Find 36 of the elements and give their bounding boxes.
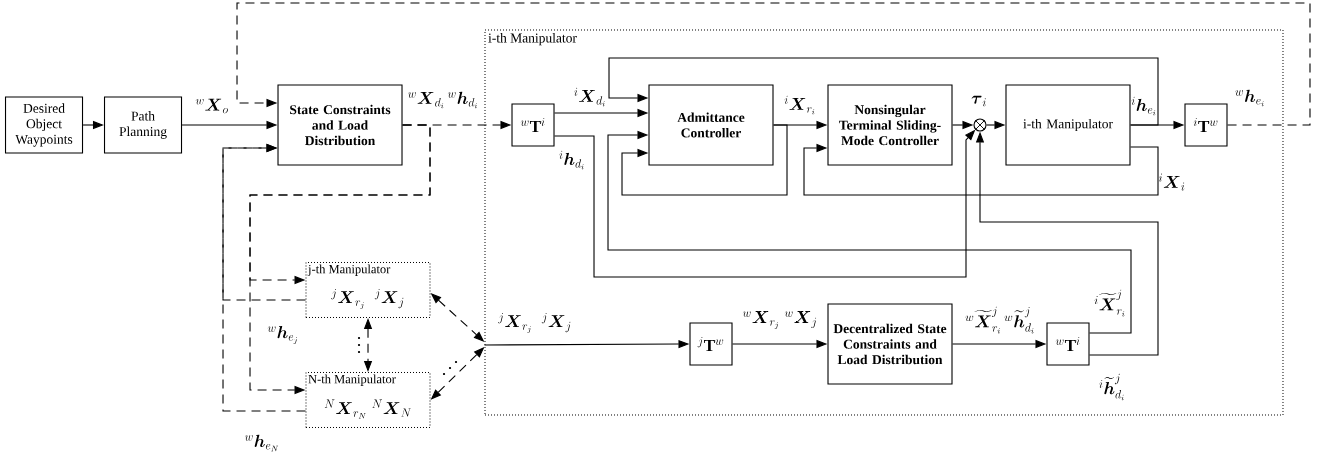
edge-label: ${}^{w}\boldsymbol{h}_{e_j}$ [267,326,297,345]
edge-label: ${}^{i}\boldsymbol{h}_{d_i}$ [559,150,584,170]
summing-junction [973,118,987,132]
process-box: Desired Object Waypoints [4,96,84,154]
process-box: i-th Manipulator [1005,84,1131,166]
edge-label: $\boldsymbol{\tau}_{i}$ [971,95,986,107]
transform-box: ${}^{w}\mathbf{T}^{i}$ [1046,322,1090,366]
process-box: Decentralized State Constraints and Load Distribution [827,303,953,385]
dashed-arrow [222,143,307,412]
edge-label: ${}^{w}\widetilde{\boldsymbol{X}}^{j}_{r_i}\, {}^{w}\widetilde{\boldsymbol{h}}^{j}_{d_i}$ [965,306,1034,334]
edge-label: ${}^{i}\widetilde{\boldsymbol{X}}^{j}_{r_i}$ [1094,289,1125,317]
edge-label: ${}^{w}\boldsymbol{X}_{d_i}\, {}^{w}\boldsymbol{h}_{d_i}$ [408,91,477,109]
edge-label: ${}^{i}\boldsymbol{h}_{e_i}$ [1131,96,1156,116]
edge-label: ${}^{w}\boldsymbol{X}_{r_j}\; {}^{w}\boldsymbol{X}_{j}$ [742,311,817,329]
arrow [803,143,1159,196]
dashed-arrow [236,2,1311,126]
process-box: Path Planning [103,96,183,154]
edge-label: ${}^{w}\boldsymbol{h}_{e_N}$ [244,434,279,452]
transform-box: ${}^{w}\mathbf{T}^{i}$ [511,103,555,147]
transform-box: ${}^{i}\mathbf{T}^{w}$ [1184,103,1228,147]
edge-label: ${}^{j}\boldsymbol{X}_{r_j}\;\; {}^{j}\boldsymbol{X}_{j}$ [498,312,571,334]
edge-label: ${}^{i}\widetilde{\boldsymbol{h}}^{j}_{d_i}$ [1099,373,1124,401]
edge-label: ${}^{i}\boldsymbol{X}_{d_i}$ [574,87,605,107]
edge-label: ${}^{w}\boldsymbol{h}_{e_i}$ [1235,89,1264,107]
process-box: Nonsingular Terminal Sliding-Mode Controller [827,84,953,166]
manipulator-box: j-th Manipulator ${}^{j}\boldsymbol{X}_{r_j}\;\; {}^{j}\boldsymbol{X}_{j}$ [305,262,431,318]
edge-label: ${}^{w}\boldsymbol{X}_{o}$ [195,98,228,114]
process-box: State Constraints and Load Distribution [277,84,403,166]
edge-label: ${}^{i}\boldsymbol{X}_{r_i}$ [784,95,815,115]
arrow [608,57,1159,126]
arrow [621,124,788,196]
process-box: Admittance Controller [648,84,774,166]
edge-label: ${}^{i}\boldsymbol{X}_{i}$ [1158,173,1185,191]
arrow [607,130,1132,334]
manipulator-box: N-th Manipulator ${}^{N}\boldsymbol{X}_{r_N}\; {}^{N}\boldsymbol{X}_{N}$ [305,372,431,428]
transform-box: ${}^{j}\mathbf{T}^{w}$ [689,322,733,366]
